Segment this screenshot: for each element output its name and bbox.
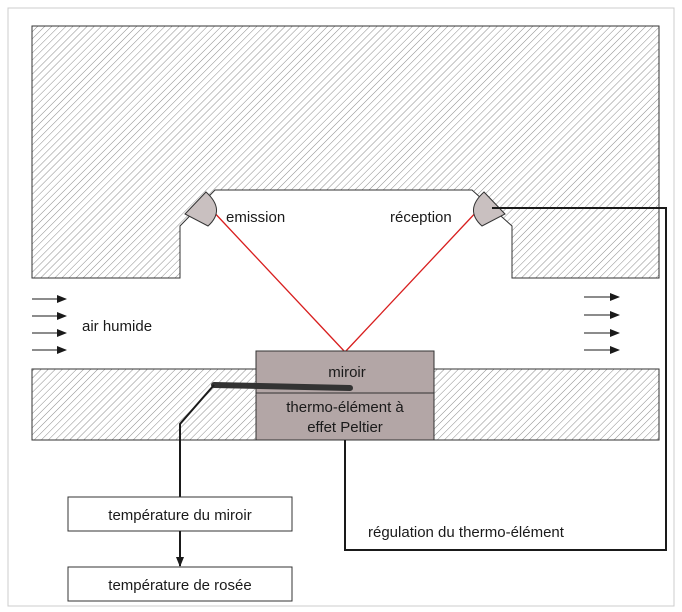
thermo-element-label-line2: effet Peltier bbox=[307, 419, 383, 436]
lower-housing-right bbox=[433, 368, 660, 441]
regulation-loop bbox=[344, 207, 667, 551]
peltier-block bbox=[255, 392, 435, 441]
probe-wire bbox=[179, 384, 215, 497]
mirror-temperature-label: température du miroir bbox=[108, 507, 251, 524]
temperature-probe bbox=[211, 382, 353, 391]
thermo-element-label-line1: thermo-élément à bbox=[286, 399, 404, 416]
emitted-beam bbox=[209, 207, 346, 353]
regulation-label: régulation du thermo-élément bbox=[368, 524, 565, 541]
emitter-sensor bbox=[184, 191, 217, 227]
figure-frame bbox=[7, 7, 675, 607]
reflected-beam bbox=[344, 207, 481, 353]
airflow-arrows-left bbox=[32, 295, 67, 354]
air-humide-label: air humide bbox=[82, 318, 152, 335]
upper-housing bbox=[31, 25, 660, 279]
reception-label: réception bbox=[390, 209, 452, 226]
lower-housing-left bbox=[31, 368, 257, 441]
receiver-sensor bbox=[473, 191, 506, 227]
miroir-label: miroir bbox=[328, 364, 366, 381]
dew-point-temperature-box bbox=[67, 566, 293, 602]
emission-label: emission bbox=[226, 209, 285, 226]
airflow-arrows-right bbox=[584, 293, 620, 354]
dew-point-temperature-label: température de rosée bbox=[108, 577, 251, 594]
